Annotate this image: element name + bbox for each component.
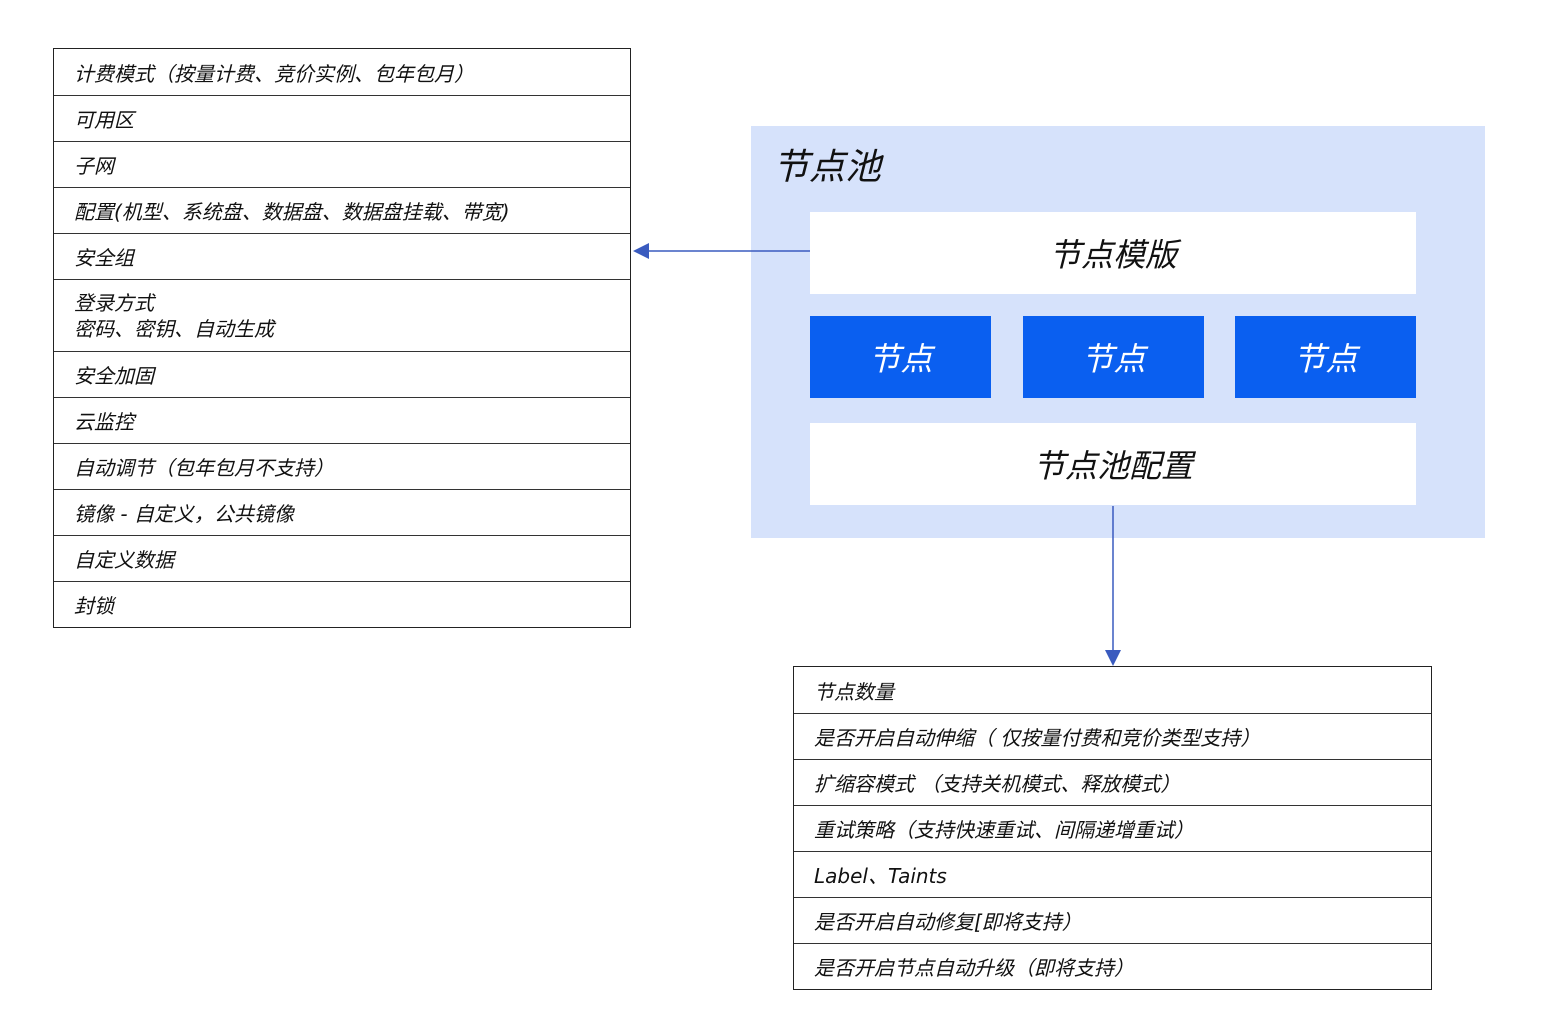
node-pool-config-table: 节点数量 是否开启自动伸缩（ 仅按量付费和竞价类型支持） 扩缩容模式 （支持关机…	[793, 666, 1432, 990]
template-item-billing-mode: 计费模式（按量计费、竞价实例、包年包月）	[74, 61, 474, 86]
template-item-availability-zone: 可用区	[54, 95, 630, 141]
template-item-security-group: 安全组	[54, 233, 630, 279]
template-item-cloud-monitor: 云监控	[54, 397, 630, 443]
node-box-3: 节点	[1235, 316, 1416, 398]
template-item-custom-data: 自定义数据	[54, 535, 630, 581]
pool-config-item-autoscaling: 是否开启自动伸缩（ 仅按量付费和竞价类型支持）	[794, 713, 1431, 759]
login-method-options: 密码、密钥、自动生成	[74, 316, 274, 341]
template-item-configuration: 配置(机型、系统盘、数据盘、数据盘挂载、带宽)	[54, 187, 630, 233]
pool-config-item-retry-policy: 重试策略（支持快速重试、间隔递增重试）	[794, 805, 1431, 851]
template-item-subnet: 子网	[54, 141, 630, 187]
node-template-settings-table: 计费模式（按量计费、竞价实例、包年包月） 可用区 子网 配置(机型、系统盘、数据…	[53, 48, 631, 628]
template-item-cordon: 封锁	[54, 581, 630, 627]
node-pool-config-box: 节点池配置	[810, 423, 1416, 505]
pool-config-item-auto-upgrade: 是否开启节点自动升级（即将支持）	[794, 943, 1431, 989]
pool-config-item-node-count: 节点数量	[814, 679, 894, 704]
node-pool-panel: 节点池 节点模版 节点 节点 节点 节点池配置	[751, 126, 1485, 538]
login-method-label: 登录方式	[74, 290, 154, 315]
pool-config-item-scaling-mode: 扩缩容模式 （支持关机模式、释放模式）	[794, 759, 1431, 805]
template-item-auto-tuning: 自动调节（包年包月不支持）	[54, 443, 630, 489]
node-template-box: 节点模版	[810, 212, 1416, 294]
node-pool-title: 节点池	[773, 147, 882, 188]
pool-config-item-auto-repair: 是否开启自动修复[即将支持）	[794, 897, 1431, 943]
node-box-1: 节点	[810, 316, 991, 398]
template-item-security-hardening: 安全加固	[54, 351, 630, 397]
template-item-login-method: 登录方式 密码、密钥、自动生成	[54, 279, 630, 351]
node-box-2: 节点	[1023, 316, 1204, 398]
pool-config-item-labels-taints: Label、Taints	[794, 851, 1431, 897]
template-item-image: 镜像 - 自定义，公共镜像	[54, 489, 630, 535]
